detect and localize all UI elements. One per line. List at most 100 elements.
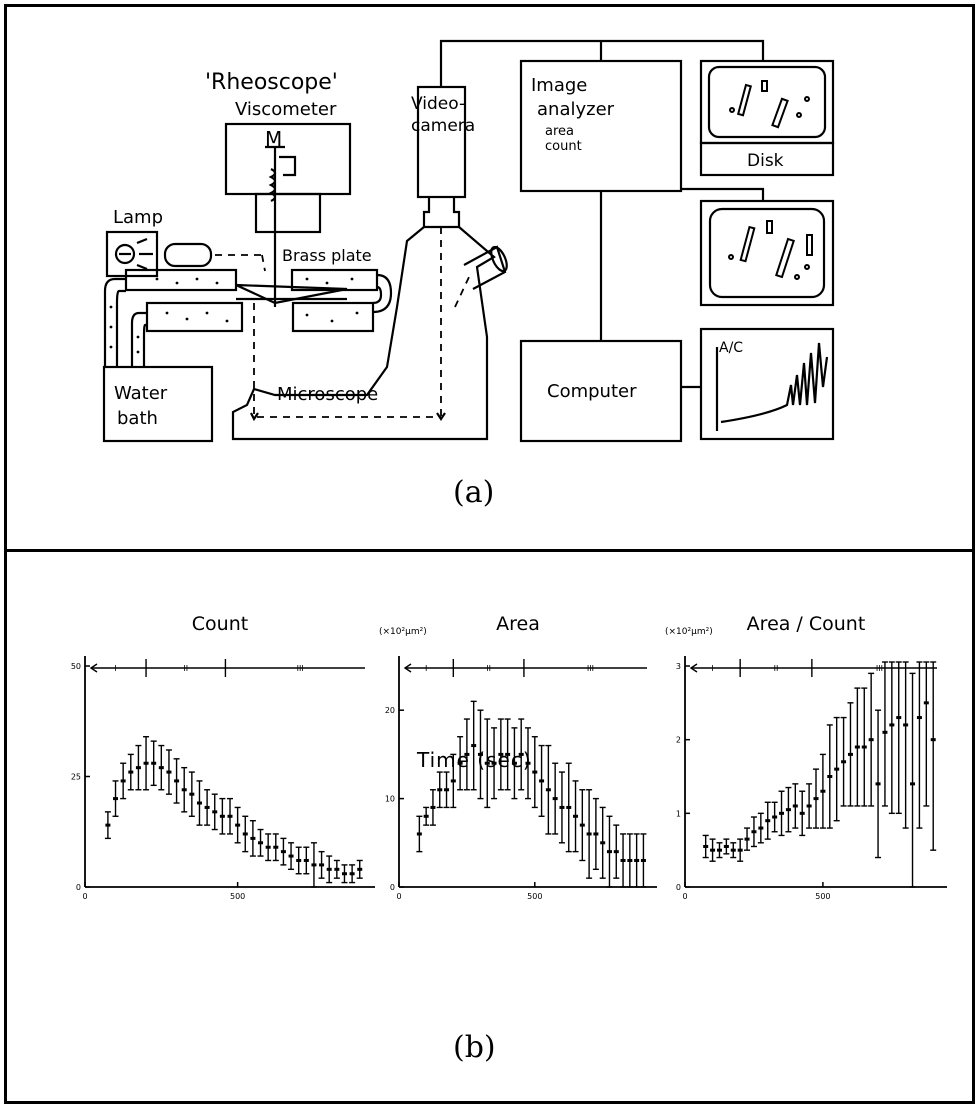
label-disk: Disk: [747, 151, 784, 171]
data-point: [545, 788, 551, 792]
brass-plate: [235, 283, 348, 305]
plotter-box: [699, 327, 835, 441]
chart-title: Area: [496, 613, 540, 635]
y-tick-label: 50: [71, 662, 81, 671]
error-bar: [916, 661, 923, 829]
data-point: [593, 832, 599, 836]
label-count: count: [545, 139, 582, 154]
water-stipple: [109, 277, 359, 354]
data-point: [785, 808, 791, 812]
error-bar: [881, 661, 888, 807]
data-point: [143, 761, 149, 765]
data-point: [820, 789, 826, 793]
data-point: [280, 850, 286, 854]
data-point: [620, 858, 626, 862]
data-point: [882, 730, 888, 734]
data-point: [464, 752, 470, 756]
data-point: [319, 863, 325, 867]
label-ac: A/C: [719, 340, 743, 356]
data-point: [799, 811, 805, 815]
stage-label: III: [876, 664, 883, 673]
label-computer: Computer: [547, 381, 637, 402]
data-point: [265, 845, 271, 849]
data-point: [471, 744, 477, 748]
data-point: [896, 716, 902, 720]
panel-a-rheoscope-diagram: 'Rheoscope' Viscometer M Lamp Brass plat…: [4, 4, 975, 552]
data-point: [505, 752, 511, 756]
stage-label: I: [711, 664, 713, 673]
y-tick-label: 0: [76, 883, 81, 892]
label-brass-plate: Brass plate: [282, 246, 372, 265]
stage-label: II: [774, 664, 779, 673]
label-image: Image: [531, 75, 587, 96]
data-point: [868, 738, 874, 742]
data-point: [120, 779, 126, 783]
microscope-body: [231, 225, 496, 441]
data-point: [640, 858, 646, 862]
analyzer-to-monitor: [681, 187, 765, 201]
data-point: [744, 837, 750, 841]
data-point: [204, 805, 210, 809]
y-unit-label: (×10²μm²): [665, 627, 713, 637]
y-tick-label: 0: [390, 883, 395, 892]
label-lamp: Lamp: [113, 207, 163, 228]
label-camera: camera: [411, 116, 475, 136]
lamp-tube: [163, 242, 213, 268]
data-point: [511, 761, 517, 765]
data-point: [903, 723, 909, 727]
data-point: [634, 858, 640, 862]
data-point: [566, 805, 572, 809]
data-point: [703, 844, 709, 848]
y-tick-label: 20: [385, 706, 395, 715]
data-point: [613, 850, 619, 854]
disk-monitor: [699, 59, 835, 145]
data-point: [105, 823, 111, 827]
data-point: [135, 766, 141, 770]
data-point: [765, 819, 771, 823]
video-monitor: [699, 199, 835, 307]
data-point: [235, 823, 241, 827]
data-point: [250, 836, 256, 840]
caption-a: (a): [453, 475, 495, 510]
ac-curve: [720, 342, 829, 424]
data-point: [288, 854, 294, 858]
label-water: Water: [114, 383, 168, 404]
disk-box: [699, 141, 835, 177]
data-point: [737, 848, 743, 852]
data-point: [334, 867, 340, 871]
data-point: [450, 779, 456, 783]
y-tick-label: 10: [385, 795, 395, 804]
data-point: [128, 770, 134, 774]
water-tube: [103, 277, 126, 367]
stage-label: III: [587, 664, 594, 673]
computer-box: [519, 339, 683, 443]
data-point: [151, 761, 157, 765]
y-tick-label: 25: [71, 773, 81, 782]
label-viscometer: Viscometer: [235, 99, 337, 120]
label-microscope: Microscope: [277, 384, 378, 405]
data-point: [341, 872, 347, 876]
stage-lower-right: [291, 301, 375, 333]
data-point: [772, 815, 778, 819]
x-tick-label: 500: [230, 892, 245, 901]
data-point: [258, 841, 264, 845]
data-point: [437, 788, 443, 792]
data-point: [716, 848, 722, 852]
caption-b: (b): [453, 1030, 496, 1065]
data-point: [930, 738, 936, 742]
data-point: [758, 826, 764, 830]
data-point: [196, 801, 202, 805]
data-point: [792, 804, 798, 808]
data-point: [326, 867, 332, 871]
data-point: [627, 858, 633, 862]
data-point: [779, 811, 785, 815]
data-point: [532, 770, 538, 774]
data-point: [751, 830, 757, 834]
water-bath: [102, 365, 214, 443]
data-point: [875, 782, 881, 786]
data-point: [158, 766, 164, 770]
x-tick-label: 500: [815, 892, 830, 901]
